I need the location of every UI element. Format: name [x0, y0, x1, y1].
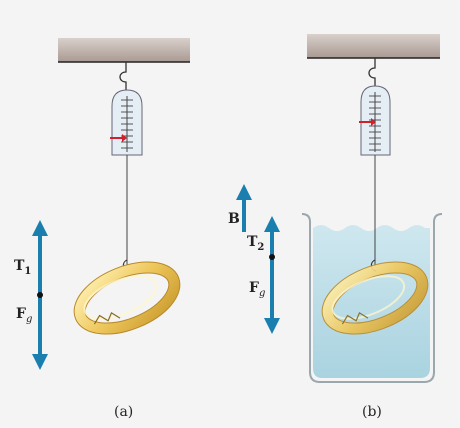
- tension-label-a: T1: [14, 258, 31, 277]
- gravity-label-b: Fg: [249, 280, 265, 299]
- beaker-outline: [301, 213, 443, 383]
- pointer-b: [359, 118, 376, 126]
- panel-a: T1 Fg (a): [14, 38, 190, 420]
- force-origin-b: [269, 254, 275, 260]
- gravity-label-a: Fg: [16, 306, 32, 325]
- ring-b: [321, 261, 429, 335]
- tension-label-b: T2: [247, 234, 264, 253]
- ring-a: [73, 261, 181, 335]
- buoyant-label: B: [228, 211, 240, 227]
- ceiling-b: [307, 34, 440, 58]
- hook-a: [119, 62, 127, 90]
- force-origin-a: [37, 292, 43, 298]
- pointer-a: [110, 134, 127, 142]
- spring-scale-a: [110, 89, 143, 156]
- caption-b: (b): [362, 404, 382, 420]
- spring-scale-b: [359, 85, 391, 156]
- ceiling-a: [58, 38, 190, 62]
- caption-a: (a): [114, 404, 133, 420]
- panel-b: B T2 Fg (b): [228, 34, 443, 420]
- hook-b: [368, 58, 376, 86]
